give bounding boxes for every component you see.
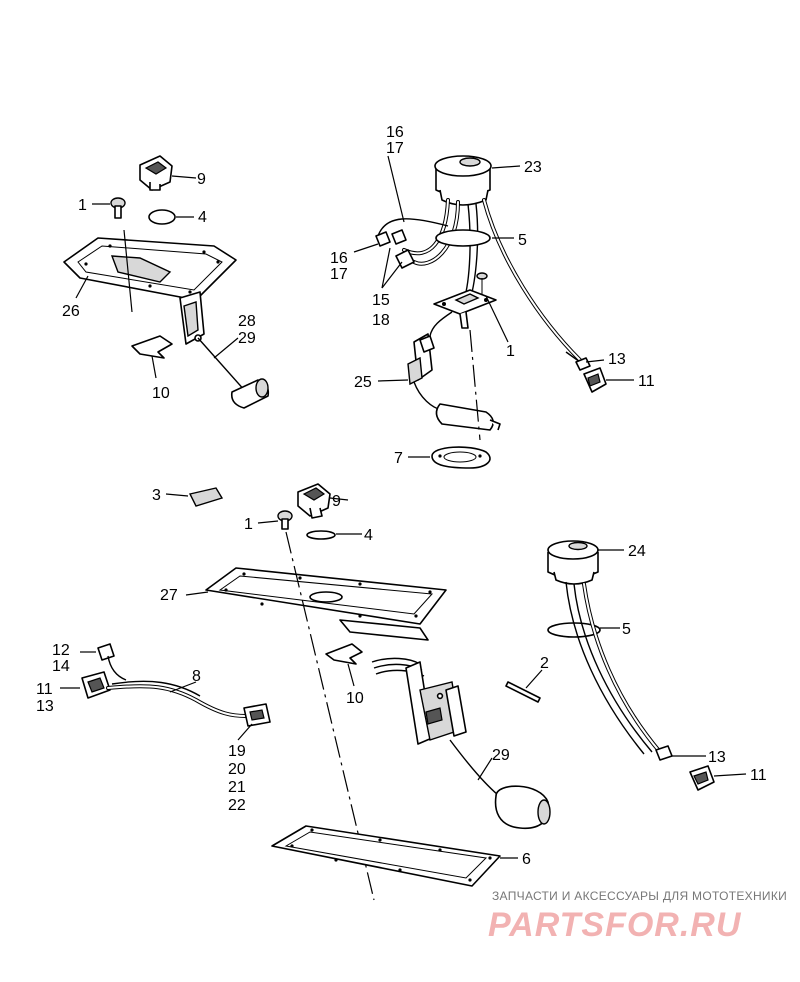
- gasket-7: [408, 446, 491, 469]
- callout-3: 3: [152, 487, 161, 504]
- watermark-tagline: ЗАПЧАСТИ И АКСЕССУАРЫ ДЛЯ МОТОТЕХНИКИ: [492, 889, 787, 903]
- cover-plate-26: [63, 229, 237, 313]
- connector-9-upper: [139, 155, 197, 191]
- callout-29-lower: 29: [492, 747, 510, 764]
- o-ring-4-lower: [306, 530, 362, 540]
- callout-12: 12: [52, 642, 70, 659]
- screw-1-lower: [257, 510, 293, 530]
- callout-13-right: 13: [708, 749, 726, 766]
- float-arm-upper: [197, 337, 270, 409]
- callout-18: 18: [372, 312, 390, 329]
- callout-8: 8: [192, 668, 201, 685]
- callout-4: 4: [198, 209, 207, 226]
- callout-16b: 16: [330, 250, 348, 267]
- callout-9: 9: [197, 171, 206, 188]
- callout-10-lower: 10: [346, 690, 364, 707]
- callout-9-lower: 9: [332, 493, 341, 510]
- callout-11-lower: 11: [36, 681, 53, 698]
- float-pump: [413, 381, 501, 431]
- sender-body-upper: [179, 291, 205, 345]
- callout-17b: 17: [330, 266, 348, 283]
- callout-7: 7: [394, 450, 403, 467]
- cover-plate-27: [185, 567, 447, 641]
- assembly-upper-left: 9 1 4 26 28 29 10: [62, 155, 270, 409]
- callout-4-lower: 4: [364, 527, 373, 544]
- callout-21: 21: [228, 779, 246, 796]
- cap-24: [547, 540, 624, 585]
- callout-1-lower: 1: [244, 516, 253, 533]
- connector-9-lower: [297, 483, 349, 519]
- callout-14: 14: [52, 658, 70, 675]
- callout-27: 27: [160, 587, 178, 604]
- watermark-logo: PARTSFOR.RU: [488, 906, 742, 944]
- callout-13-lower: 13: [36, 698, 54, 715]
- clip-10-upper: [131, 335, 173, 379]
- wire-harness-8: [60, 643, 271, 741]
- gasket-6: [271, 825, 518, 887]
- clip-10-lower: [325, 643, 363, 687]
- pump-bracket: [429, 289, 497, 337]
- callout-17: 17: [386, 140, 404, 157]
- connector-11-13-upper: [565, 351, 634, 393]
- callout-5-lower: 5: [622, 621, 631, 638]
- callout-28: 28: [238, 313, 256, 330]
- callout-22: 22: [228, 797, 246, 814]
- callout-24: 24: [628, 543, 646, 560]
- float-lower: [449, 739, 551, 829]
- callout-11: 11: [638, 373, 655, 390]
- callout-1: 1: [78, 197, 87, 214]
- callout-11-right: 11: [750, 767, 767, 784]
- cap-23: [434, 155, 521, 206]
- callout-26: 26: [62, 303, 80, 320]
- sender-body-lower: [371, 657, 467, 745]
- callout-10: 10: [152, 385, 170, 402]
- callout-23: 23: [524, 159, 542, 176]
- screw-1-upper: [92, 197, 126, 219]
- screw-1-pump: [476, 272, 509, 343]
- callout-29: 29: [238, 330, 256, 347]
- callout-19: 19: [228, 743, 246, 760]
- callout-15: 15: [372, 292, 390, 309]
- pump-body-25: [377, 333, 435, 386]
- callout-20: 20: [228, 761, 246, 778]
- callout-13: 13: [608, 351, 626, 368]
- callout-2: 2: [540, 655, 549, 672]
- watermark: ЗАПЧАСТИ И АКСЕССУАРЫ ДЛЯ МОТОТЕХНИКИ PA…: [488, 889, 787, 944]
- callout-25: 25: [354, 374, 372, 391]
- assembly-upper-right: 16 17 23 5 16 17 15 18 1 13 11 25 7: [330, 124, 655, 469]
- o-ring-5-upper: [435, 229, 514, 247]
- pin-2: [505, 669, 543, 703]
- callout-16: 16: [386, 124, 404, 141]
- pad-3: [165, 487, 224, 507]
- assembly-lower-right: 24 5 2 13 11: [505, 540, 767, 791]
- wiring-lower-right: [565, 581, 747, 791]
- callout-5: 5: [518, 232, 527, 249]
- callout-6: 6: [522, 851, 531, 868]
- callout-1b: 1: [506, 343, 515, 360]
- assembly-lower-center: 3 9 1 4 27 12 14 8 11 13 10 19 20 21 22 …: [36, 483, 551, 901]
- o-ring-4-upper: [148, 209, 194, 225]
- wiring-upper-right: [353, 155, 582, 362]
